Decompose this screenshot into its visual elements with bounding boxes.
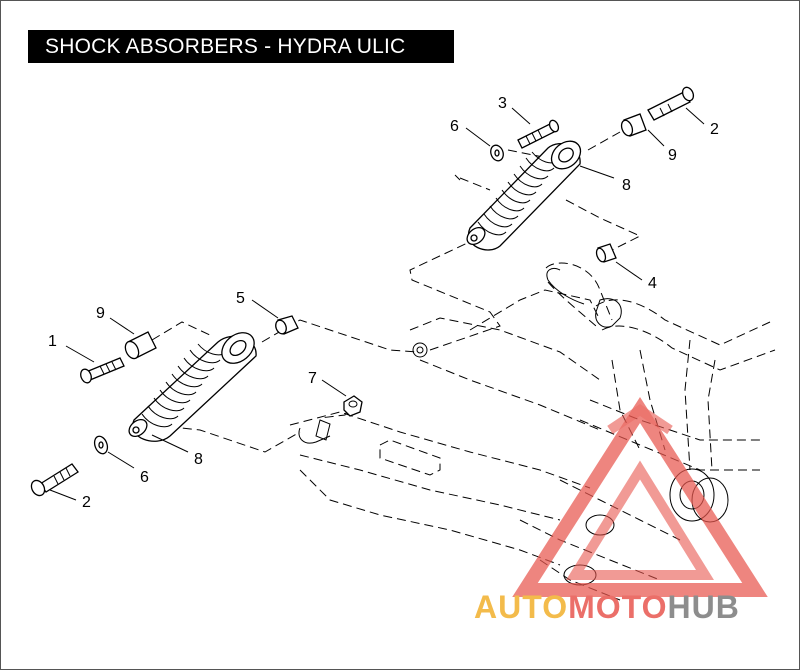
swingarm-frame-outline bbox=[289, 262, 776, 601]
bolt-part-1 bbox=[80, 357, 125, 384]
shock-absorber-upper bbox=[466, 140, 582, 251]
callout-labels: 1 9 5 7 6 8 2 3 6 9 2 8 4 bbox=[48, 95, 719, 511]
leader-lines bbox=[49, 107, 705, 501]
bushing-part-4 bbox=[595, 243, 617, 263]
callout-8-bottom: 8 bbox=[194, 451, 203, 468]
alignment-lines bbox=[151, 131, 642, 453]
watermark-text-moto: MOTO bbox=[568, 589, 667, 625]
callout-3: 3 bbox=[498, 95, 507, 112]
bolt-part-2-right bbox=[647, 86, 695, 121]
callout-2-left: 2 bbox=[82, 494, 91, 511]
diagram-title: SHOCK ABSORBERS - HYDRA ULIC bbox=[28, 30, 454, 63]
callout-7: 7 bbox=[308, 370, 317, 387]
bolt-part-3 bbox=[517, 119, 560, 149]
nut-part-7 bbox=[343, 395, 363, 417]
watermark-text-hub: HUB bbox=[667, 589, 739, 625]
bolt-part-2-left bbox=[30, 463, 79, 497]
washer-part-6-bottom bbox=[93, 435, 109, 455]
bushing-part-5 bbox=[275, 315, 299, 335]
callout-9-left: 9 bbox=[96, 305, 105, 322]
shock-absorber-lower bbox=[128, 332, 257, 442]
callout-6-top: 6 bbox=[450, 118, 459, 135]
callout-8-top: 8 bbox=[622, 177, 631, 194]
washer-part-6-top bbox=[490, 144, 504, 162]
spacer-part-9-left bbox=[124, 331, 157, 360]
callout-4: 4 bbox=[648, 275, 657, 292]
watermark-text-auto: AUTO bbox=[474, 589, 568, 625]
svg-text:AUTOMOTOHUB: AUTOMOTOHUB bbox=[474, 589, 740, 625]
callout-2-right: 2 bbox=[710, 121, 719, 138]
callout-5: 5 bbox=[236, 290, 245, 307]
watermark-triangle-logo bbox=[512, 396, 768, 597]
callout-6-bottom: 6 bbox=[140, 469, 149, 486]
callout-9-top: 9 bbox=[668, 147, 677, 164]
spacer-part-9-top bbox=[620, 113, 647, 137]
callout-1: 1 bbox=[48, 333, 57, 350]
automotohub-watermark: AUTOMOTOHUB bbox=[474, 396, 768, 625]
